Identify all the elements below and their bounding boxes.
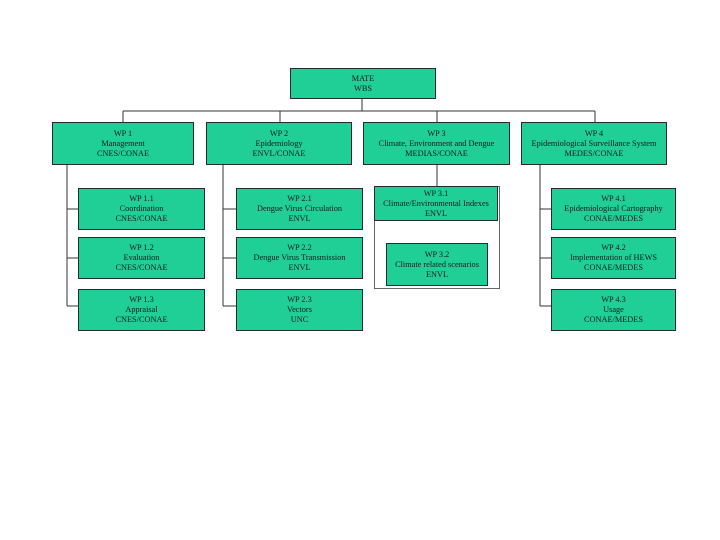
wp3-1-node: WP 3.1 Climate/Environmental Indexes ENV… bbox=[374, 186, 498, 221]
wp2-3-id: WP 2.3 bbox=[287, 295, 312, 304]
wp2-2-title: Dengue Virus Transmission bbox=[253, 253, 346, 262]
wp1-2-node: WP 1.2 Evaluation CNES/CONAE bbox=[78, 237, 205, 279]
wp2-1-lead: ENVL bbox=[288, 214, 311, 223]
wp3-2-node: WP 3.2 Climate related scenarios ENVL bbox=[386, 243, 488, 286]
wp2-lead: ENVL/CONAE bbox=[252, 148, 306, 158]
wp1-1-title: Coordination bbox=[119, 204, 164, 213]
wp3-1-lead: ENVL bbox=[424, 208, 448, 218]
wp2-3-lead: UNC bbox=[290, 315, 309, 324]
wp3-1-title: Climate/Environmental Indexes bbox=[383, 198, 489, 208]
wp4-3-id: WP 4.3 bbox=[601, 295, 626, 304]
wp3-id: WP 3 bbox=[427, 128, 446, 138]
wp2-2-lead: ENVL bbox=[288, 263, 311, 272]
wp4-2-node: WP 4.2 Implementation of HEWS CONAE/MEDE… bbox=[551, 237, 676, 279]
wp3-lead: MEDIAS/CONAE bbox=[405, 148, 468, 158]
wp4-title: Epidemiological Surveillance System bbox=[531, 138, 657, 148]
wp4-lead: MEDES/CONAE bbox=[564, 148, 624, 158]
wp3-1-id: WP 3.1 bbox=[423, 188, 449, 198]
wp2-2-node: WP 2.2 Dengue Virus Transmission ENVL bbox=[236, 237, 363, 279]
wp4-1-node: WP 4.1 Epidemiological Cartography CONAE… bbox=[551, 188, 676, 230]
wp4-node: WP 4 Epidemiological Surveillance System… bbox=[521, 122, 667, 165]
wp4-2-title: Implementation of HEWS bbox=[569, 253, 658, 262]
wp2-3-node: WP 2.3 Vectors UNC bbox=[236, 289, 363, 331]
wp4-1-lead: CONAE/MEDES bbox=[583, 214, 643, 223]
wp4-2-id: WP 4.2 bbox=[601, 243, 626, 252]
wp1-3-id: WP 1.3 bbox=[129, 295, 154, 304]
wp2-node: WP 2 Epidemiology ENVL/CONAE bbox=[206, 122, 352, 165]
wp2-2-id: WP 2.2 bbox=[287, 243, 312, 252]
wp1-2-lead: CNES/CONAE bbox=[115, 263, 168, 272]
wp2-title: Epidemiology bbox=[255, 138, 303, 148]
wp3-title: Climate, Environment and Dengue bbox=[378, 138, 495, 148]
wp3-2-lead: ENVL bbox=[425, 269, 449, 279]
root-node: MATE WBS bbox=[290, 68, 436, 99]
wp4-3-lead: CONAE/MEDES bbox=[583, 315, 643, 324]
wp1-title: Management bbox=[101, 138, 145, 148]
wp1-2-id: WP 1.2 bbox=[129, 243, 154, 252]
wp1-lead: CNES/CONAE bbox=[96, 148, 150, 158]
wp1-1-id: WP 1.1 bbox=[129, 194, 154, 203]
root-line-2: WBS bbox=[354, 83, 372, 93]
wp2-1-title: Dengue Virus Circulation bbox=[256, 204, 343, 213]
wp1-3-node: WP 1.3 Appraisal CNES/CONAE bbox=[78, 289, 205, 331]
wp4-1-id: WP 4.1 bbox=[601, 194, 626, 203]
wp1-1-node: WP 1.1 Coordination CNES/CONAE bbox=[78, 188, 205, 230]
wp1-id: WP 1 bbox=[113, 128, 133, 138]
wp4-1-title: Epidemiological Cartography bbox=[564, 204, 663, 213]
wp2-3-title: Vectors bbox=[287, 305, 312, 314]
wp2-1-node: WP 2.1 Dengue Virus Circulation ENVL bbox=[236, 188, 363, 230]
wp3-2-title: Climate related scenarios bbox=[395, 259, 479, 269]
wp4-3-title: Usage bbox=[603, 305, 624, 314]
wp1-3-title: Appraisal bbox=[125, 305, 158, 314]
wp1-node: WP 1 Management CNES/CONAE bbox=[52, 122, 194, 165]
wp2-id: WP 2 bbox=[269, 128, 289, 138]
wp2-1-id: WP 2.1 bbox=[287, 194, 312, 203]
wp1-3-lead: CNES/CONAE bbox=[115, 315, 168, 324]
root-line-1: MATE bbox=[351, 73, 375, 83]
wp1-2-title: Evaluation bbox=[123, 253, 160, 262]
wp4-2-lead: CONAE/MEDES bbox=[583, 263, 643, 272]
wp3-node: WP 3 Climate, Environment and Dengue MED… bbox=[363, 122, 510, 165]
wp4-3-node: WP 4.3 Usage CONAE/MEDES bbox=[551, 289, 676, 331]
wp4-id: WP 4 bbox=[584, 128, 604, 138]
wp1-1-lead: CNES/CONAE bbox=[115, 214, 168, 223]
wp3-2-id: WP 3.2 bbox=[424, 249, 450, 259]
